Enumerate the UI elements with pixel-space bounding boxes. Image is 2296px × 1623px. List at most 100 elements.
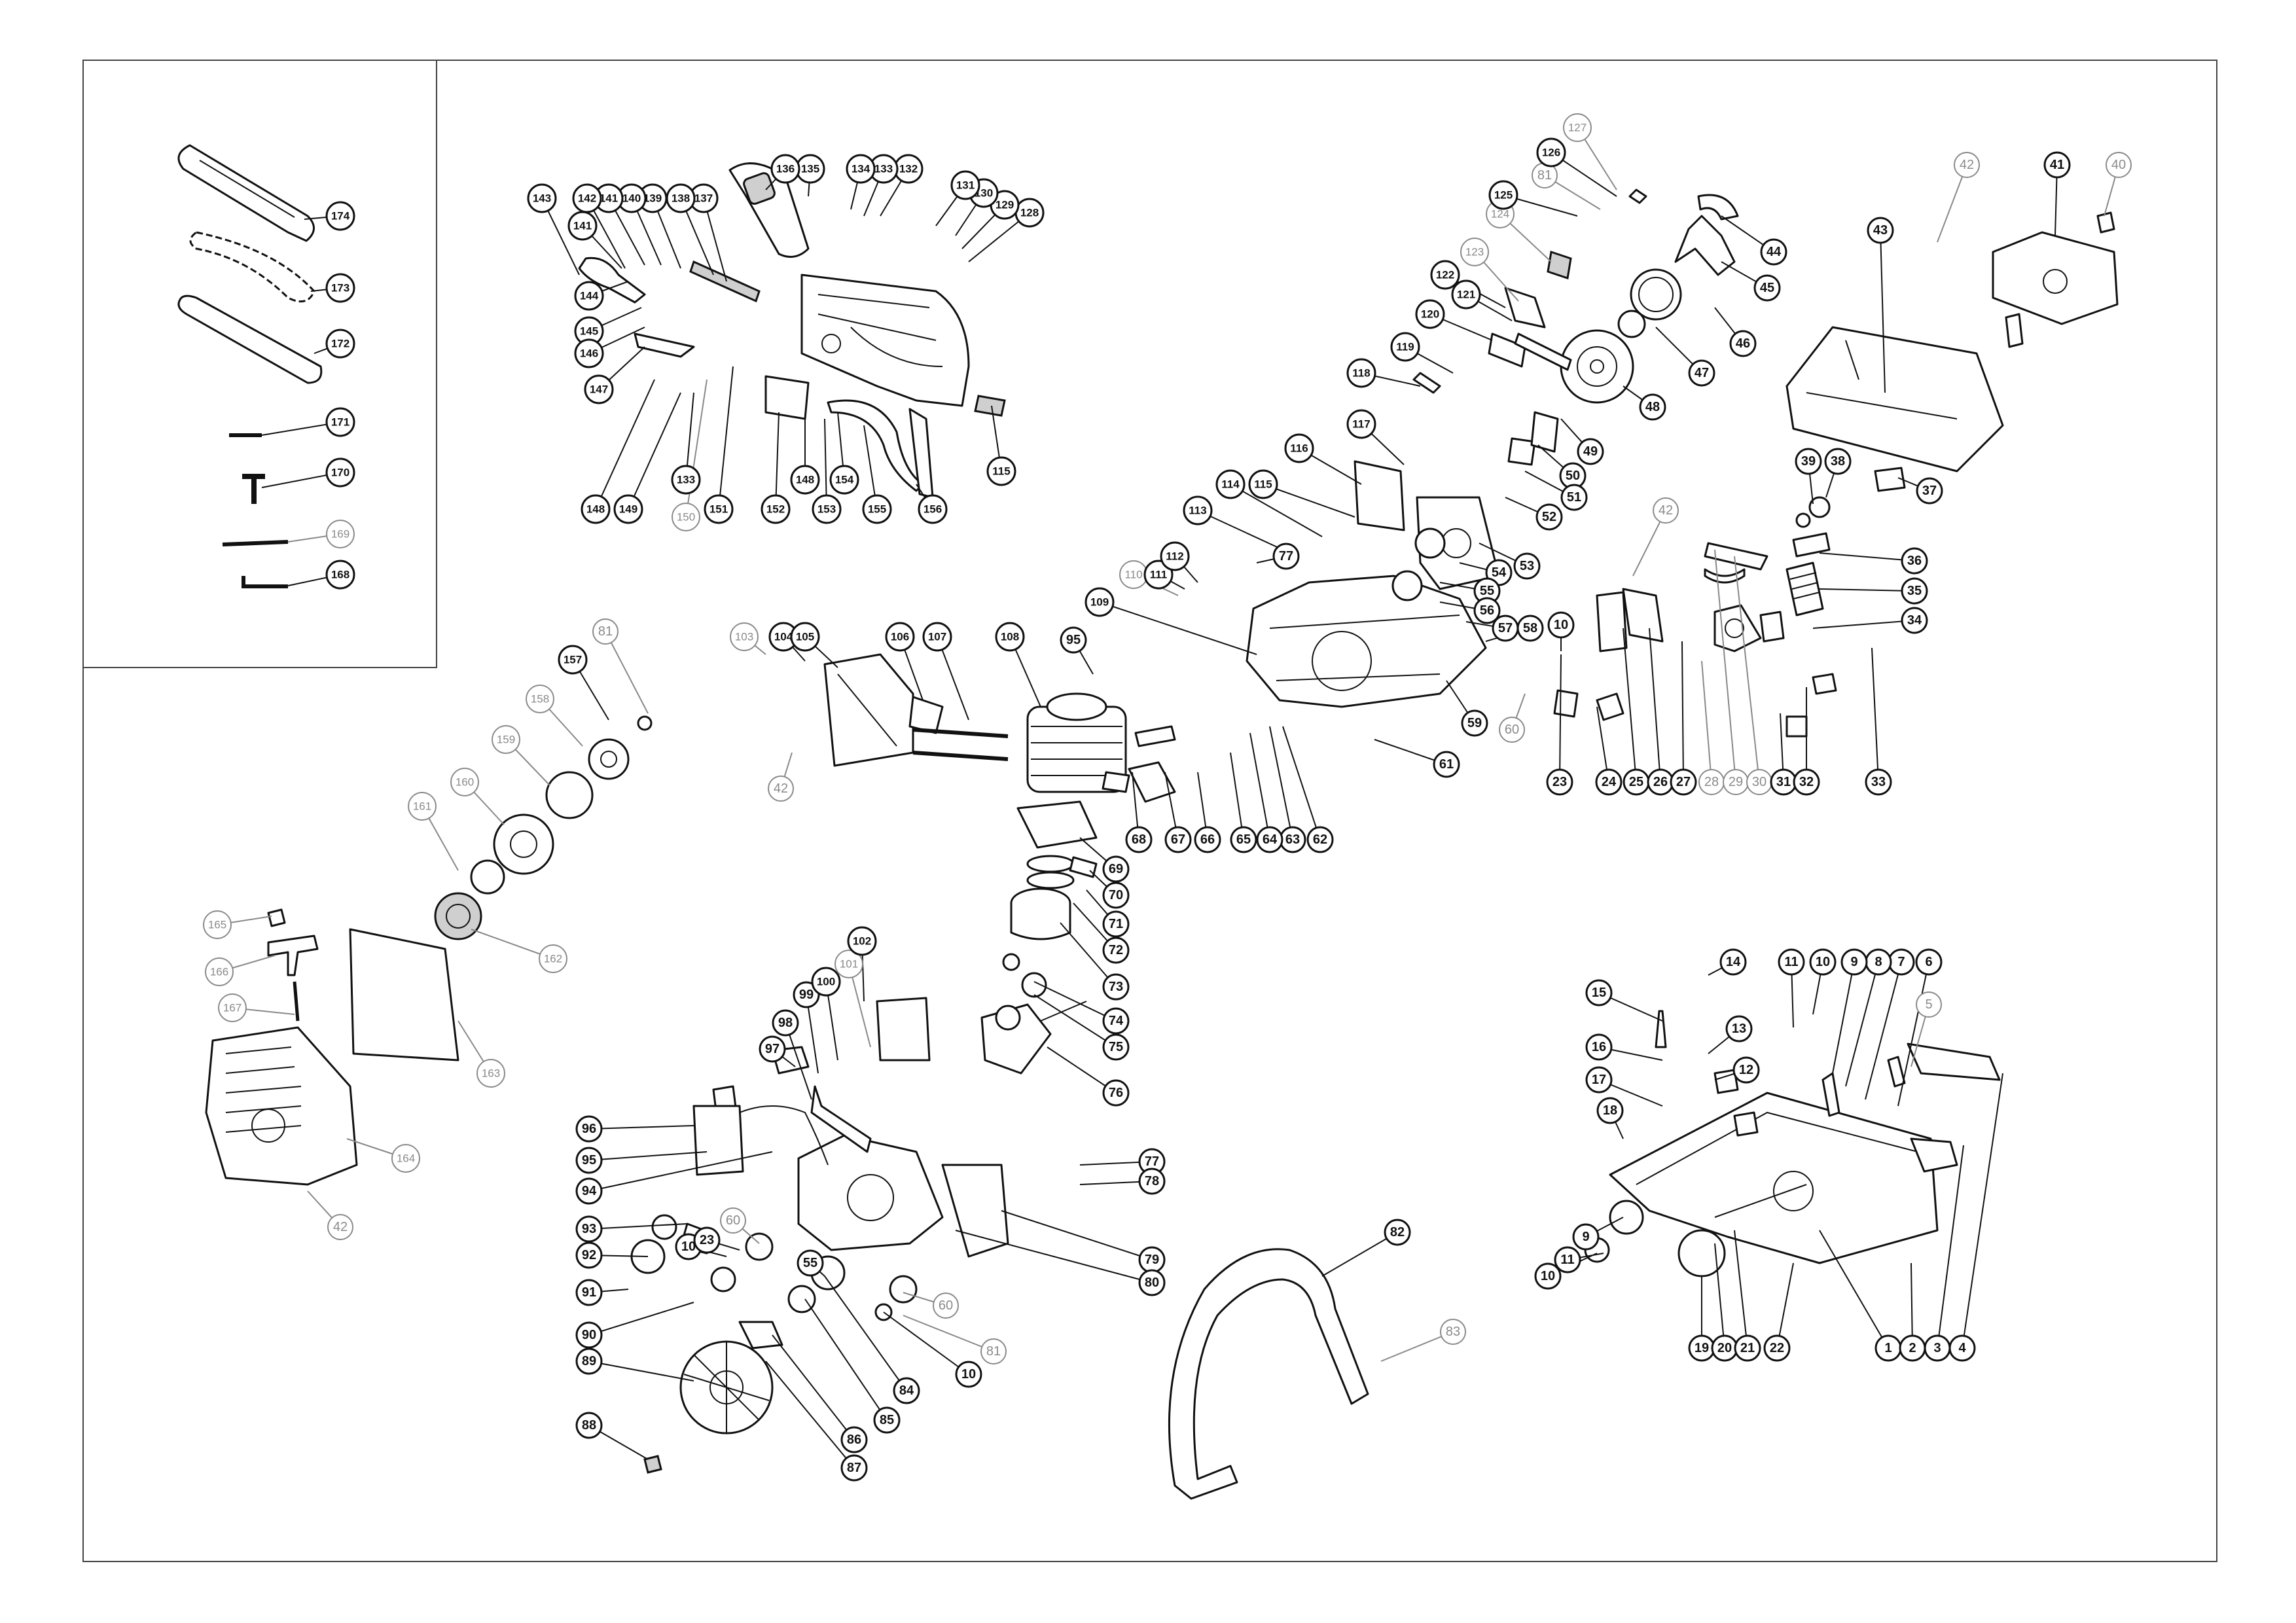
- spacer-gasket: [1553, 689, 1579, 718]
- piston: [1010, 887, 1071, 940]
- part-callout-81c: 81: [592, 618, 619, 645]
- callout-number: 114: [1221, 478, 1240, 491]
- spark-plug: [1134, 725, 1176, 747]
- part-callout-60a: 60: [1499, 717, 1525, 743]
- part-callout-159: 159: [492, 725, 520, 754]
- part-callout-10c: 10: [1547, 611, 1575, 639]
- callout-number: 104: [774, 631, 793, 643]
- part-callout-70: 70: [1102, 882, 1130, 909]
- part-callout-42c: 42: [768, 776, 794, 802]
- callout-circle: [918, 494, 948, 524]
- callout-number: 20: [1717, 1341, 1732, 1355]
- leader-line-89: [588, 1361, 694, 1382]
- leader-line-84: [824, 1275, 907, 1391]
- part-callout-23b: 23: [693, 1226, 721, 1254]
- callout-circle: [893, 1377, 920, 1404]
- part-callout-96: 96: [575, 1115, 603, 1143]
- callout-number: 157: [564, 654, 582, 666]
- part-callout-173: 173: [325, 273, 355, 303]
- callout-number: 84: [899, 1383, 914, 1398]
- part-callout-1: 1: [1874, 1334, 1902, 1362]
- callout-number: 82: [1390, 1225, 1405, 1240]
- part-callout-66: 66: [1194, 826, 1221, 853]
- callout-circle: [1102, 1033, 1130, 1061]
- leader-line-76: [1047, 1046, 1117, 1094]
- part-callout-109: 109: [1085, 587, 1115, 617]
- callout-circle: [1753, 274, 1781, 302]
- callout-number: 6: [1925, 955, 1932, 969]
- callout-number: 54: [1492, 565, 1507, 580]
- callout-number: 10: [961, 1367, 976, 1382]
- callout-number: 164: [397, 1152, 415, 1165]
- part-callout-38: 38: [1824, 448, 1852, 475]
- callout-number: 69: [1109, 862, 1123, 876]
- leader-line-95a: [588, 1151, 708, 1161]
- callout-circle: [1596, 1097, 1624, 1124]
- callout-circle: [325, 407, 355, 437]
- callout-circle: [1725, 1015, 1753, 1043]
- callout-number: 105: [796, 631, 814, 643]
- callout-circle: [408, 792, 437, 821]
- clutch-ring-lower: [787, 1285, 816, 1313]
- callout-circle: [1915, 948, 1943, 976]
- part-callout-72: 72: [1102, 936, 1130, 964]
- leader-line-149: [628, 392, 681, 510]
- callout-number: 38: [1831, 454, 1845, 469]
- callout-number: 18: [1603, 1103, 1617, 1118]
- chain-lubricator-arm: [1514, 332, 1572, 371]
- callout-circle: [1138, 1168, 1166, 1195]
- part-callout-162: 162: [539, 944, 567, 973]
- callout-number: 126: [1542, 147, 1560, 159]
- part-callout-61: 61: [1433, 751, 1460, 778]
- leader-line-35: [1819, 588, 1915, 592]
- callout-number: 55: [803, 1256, 817, 1270]
- part-callout-127: 127: [1563, 113, 1592, 142]
- part-callout-16: 16: [1585, 1033, 1613, 1061]
- callout-number: 80: [1145, 1275, 1159, 1290]
- part-callout-60b: 60: [933, 1293, 959, 1319]
- leader-line-8: [1845, 961, 1879, 1087]
- part-callout-150: 150: [672, 503, 700, 531]
- leader-line-75: [1033, 994, 1117, 1048]
- part-callout-163: 163: [476, 1059, 505, 1088]
- callout-number: 10: [1541, 1269, 1555, 1283]
- callout-circle: [327, 1214, 353, 1240]
- flywheel: [679, 1340, 774, 1435]
- callout-circle: [391, 1144, 420, 1173]
- part-callout-104: 104: [768, 622, 798, 652]
- clutch-spring-ring: [1630, 268, 1682, 321]
- callout-circle: [1948, 1334, 1976, 1362]
- callout-circle: [1595, 768, 1623, 796]
- callout-number: 110: [1124, 569, 1142, 581]
- callout-circle: [1138, 1269, 1166, 1296]
- callout-number: 4: [1958, 1341, 1966, 1355]
- callout-number: 79: [1145, 1253, 1159, 1267]
- callout-circle: [1824, 448, 1852, 475]
- intake-flange: [1102, 771, 1130, 793]
- callout-circle: [885, 622, 915, 652]
- leader-line-29: [1714, 549, 1736, 783]
- handle-bracket: [941, 1164, 1009, 1258]
- oil-seal-lower-left: [889, 1275, 918, 1304]
- callout-number: 145: [580, 325, 598, 338]
- part-callout-115b: 115: [986, 456, 1016, 486]
- part-callout-53: 53: [1513, 552, 1541, 580]
- callout-number: 98: [778, 1016, 793, 1030]
- callout-circle: [768, 776, 794, 802]
- part-callout-45: 45: [1753, 274, 1781, 302]
- callout-number: 89: [582, 1354, 596, 1368]
- part-callout-13: 13: [1725, 1015, 1753, 1043]
- callout-circle: [1390, 332, 1420, 362]
- callout-circle: [950, 170, 980, 200]
- part-callout-172: 172: [325, 329, 355, 359]
- leader-line-82: [1321, 1232, 1398, 1277]
- callout-circle: [575, 1115, 603, 1143]
- part-callout-11b: 11: [1554, 1246, 1581, 1274]
- callout-number: 60: [726, 1213, 740, 1228]
- fuel-filter-lower: [710, 1266, 736, 1293]
- muffler-bolts: [912, 728, 1009, 761]
- callout-circle: [1535, 503, 1563, 531]
- callout-circle: [1954, 152, 1980, 178]
- part-callout-89: 89: [575, 1347, 603, 1375]
- callout-circle: [1778, 948, 1805, 976]
